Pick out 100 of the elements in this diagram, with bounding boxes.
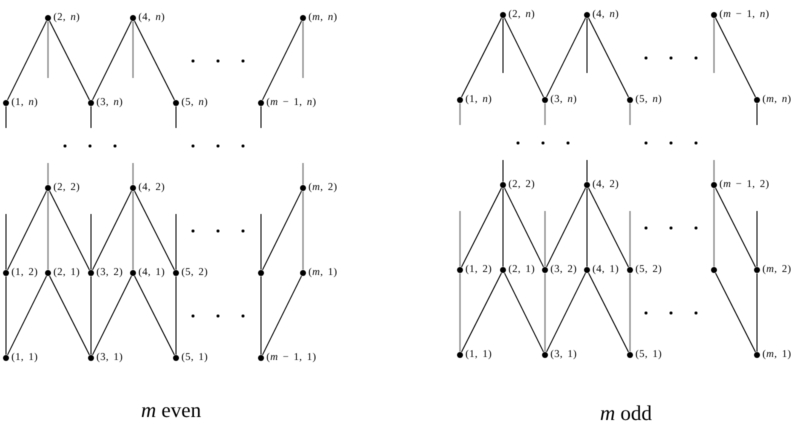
vertex-dot (300, 14, 306, 22)
graph-edge (302, 163, 304, 185)
vertex-label: (5, n) (635, 93, 662, 107)
vertex-label: (3, 1) (550, 348, 578, 362)
vertex-label: (3, 2) (550, 263, 578, 277)
graph-edge (132, 21, 134, 78)
graph-edge (756, 272, 758, 352)
vertex-dot (626, 96, 634, 104)
vertex-dot (300, 270, 306, 276)
graph-edge (546, 188, 586, 268)
vertex-label: (m, n) (308, 11, 338, 25)
vertex-dot (754, 266, 760, 274)
graph-edge (544, 211, 546, 267)
vertex-dot (456, 352, 464, 358)
vertex-label: (m, 2) (308, 181, 338, 195)
vertex-dot (88, 100, 94, 106)
vertex-label: (4, 2) (138, 181, 166, 195)
vertex-label: (1, 2) (11, 266, 38, 280)
graph-edge (544, 103, 546, 125)
graph-edge (756, 210, 758, 268)
graph-edge (47, 163, 49, 185)
vertex-dot (500, 182, 506, 188)
vertex-dot (300, 184, 306, 192)
graph-edge (459, 103, 461, 125)
graph-edge (461, 18, 502, 98)
graph-edge (629, 211, 631, 267)
vertex-dot (710, 266, 718, 274)
vertex-dot (542, 96, 548, 104)
vertex-dot (258, 270, 264, 276)
graph-edge (47, 191, 49, 270)
graph-edge (588, 18, 629, 98)
vertex-dot (542, 352, 548, 358)
graph-edge (715, 188, 756, 268)
vertex-label: (4, 1) (138, 266, 166, 280)
graph-edge (502, 160, 504, 182)
graph-edge (260, 276, 262, 356)
vertex-label: (1, n) (11, 96, 38, 110)
graph-edge (7, 276, 47, 356)
vertex-label: (1, 1) (11, 351, 38, 365)
vertex-label: (1, 1) (465, 348, 492, 362)
vertex-label: (2, 2) (508, 178, 536, 192)
graph-edge (90, 214, 92, 270)
vertex-dot (88, 354, 94, 362)
vertex-dot (710, 12, 718, 18)
graph-edge (134, 190, 175, 270)
vertex-label: (5, n) (181, 96, 208, 110)
graph-edge (756, 102, 758, 126)
vertex-label: (m, 1) (308, 266, 338, 280)
graph-edge (260, 106, 262, 128)
vertex-label: (3, 1) (96, 351, 124, 365)
graph-edge (92, 190, 132, 270)
vertex-label: (m − 1, 1) (266, 351, 316, 365)
vertex-dot (584, 266, 590, 274)
graph-edge (502, 18, 504, 74)
vertex-dot (626, 266, 634, 274)
vertex-dot (2, 354, 10, 362)
graph-edge (90, 276, 92, 356)
vertex-label: (2, n) (508, 8, 536, 22)
graph-edge (49, 190, 90, 270)
panel-caption: m even (141, 397, 202, 423)
vertex-dot (44, 184, 52, 192)
vertex-dot (2, 100, 10, 106)
vertex-label: (4, n) (592, 8, 620, 22)
vertex-label: (1, 2) (465, 263, 492, 277)
graph-edge (713, 188, 715, 267)
vertex-dot (130, 270, 136, 276)
vertex-label: (4, n) (138, 11, 166, 25)
graph-edge (461, 188, 502, 268)
graph-edge (47, 21, 49, 78)
vertex-dot (258, 354, 264, 362)
vertex-dot (754, 352, 760, 358)
vertex-dot (130, 14, 136, 22)
vertex-label: (5, 2) (635, 263, 662, 277)
graph-edge (92, 276, 132, 356)
vertex-label: (2, 2) (53, 181, 80, 195)
graph-edge (262, 190, 302, 270)
graph-edge (586, 18, 588, 74)
vertex-label: (m, 2) (762, 263, 792, 277)
graph-edge (132, 163, 134, 185)
vertex-dot (44, 14, 52, 22)
vertex-label: (3, 2) (96, 266, 124, 280)
graph-edge (134, 276, 175, 356)
vertex-dot (88, 270, 94, 276)
graph-edge (544, 273, 546, 352)
vertex-label: (5, 2) (181, 266, 208, 280)
vertex-dot (456, 96, 464, 104)
graph-edge (302, 21, 304, 78)
graph-edge (49, 20, 90, 100)
vertex-label: (2, 1) (508, 263, 536, 277)
vertex-label: (2, 1) (53, 266, 80, 280)
graph-edge (715, 18, 756, 98)
graph-edge (546, 272, 586, 352)
vertex-label: (4, 2) (592, 178, 620, 192)
vertex-label: (3, n) (550, 93, 578, 107)
vertex-dot (626, 352, 634, 358)
vertex-label: (1, n) (465, 93, 492, 107)
vertex-label: (3, n) (96, 96, 124, 110)
graph-edge (504, 272, 544, 352)
vertex-label: (2, n) (53, 11, 80, 25)
graph-edge (90, 106, 92, 128)
